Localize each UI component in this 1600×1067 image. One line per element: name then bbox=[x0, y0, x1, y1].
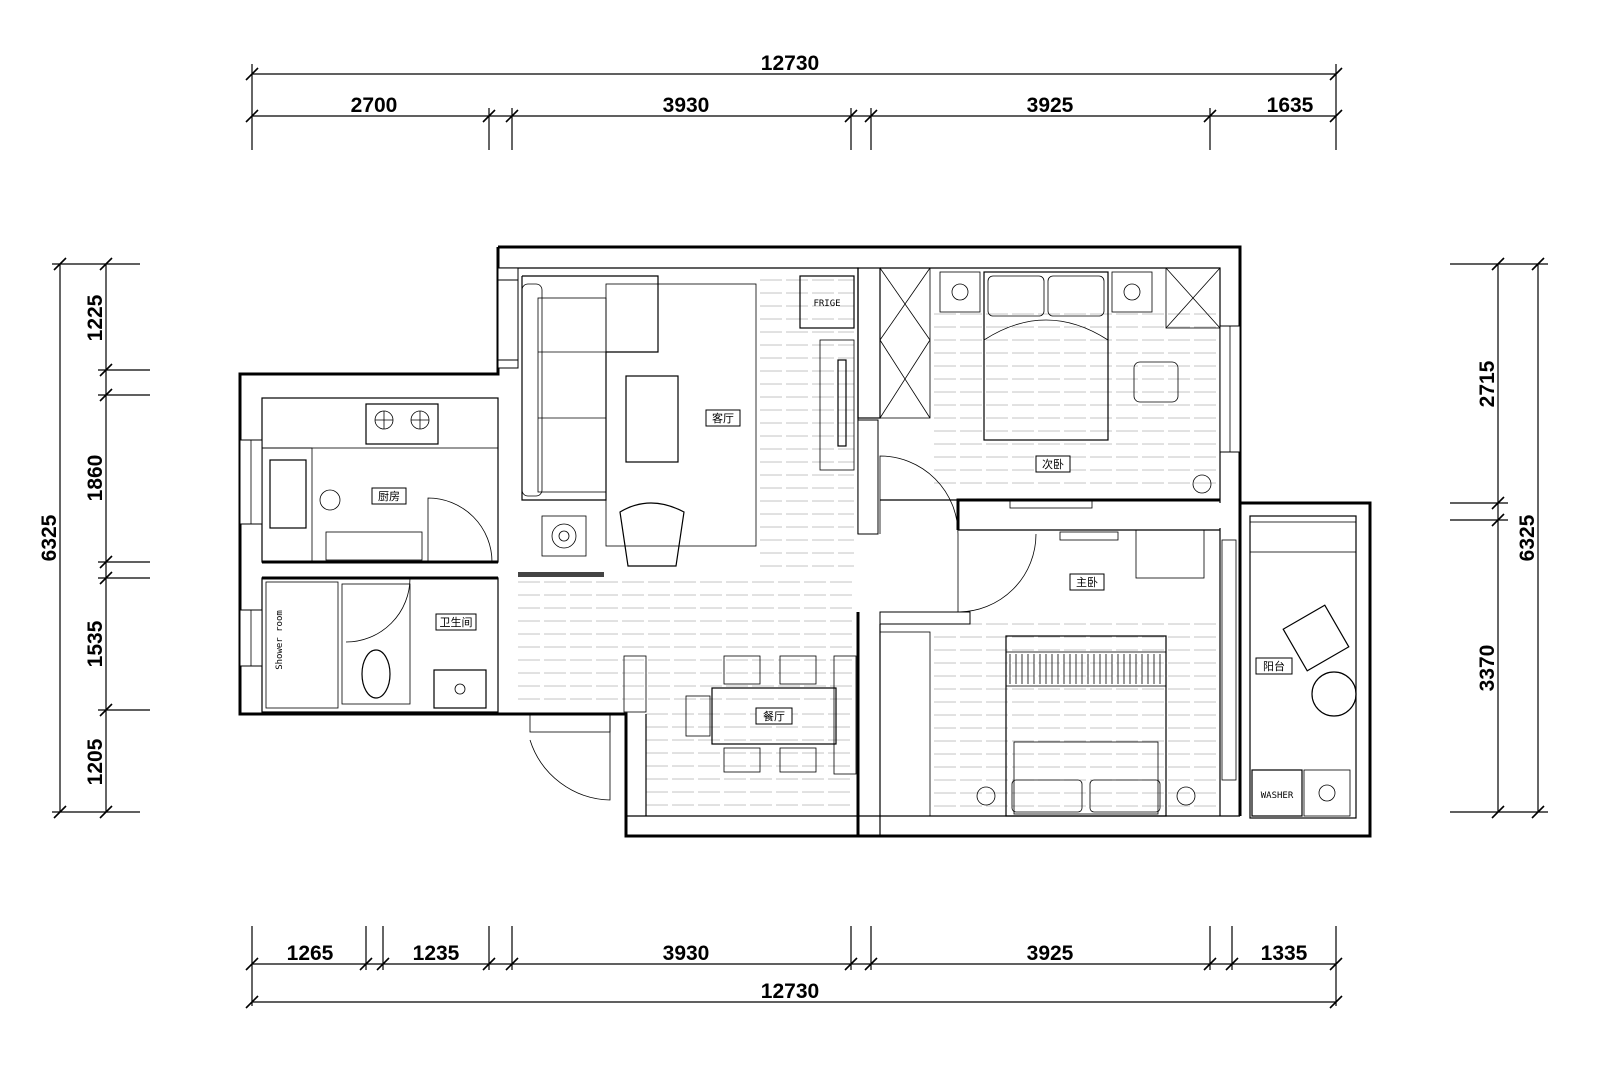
dim-top-seg-4: 1635 bbox=[1267, 94, 1314, 117]
chair bbox=[1133, 361, 1179, 403]
washing-machine bbox=[1251, 769, 1303, 817]
lounge-chair bbox=[1282, 604, 1350, 672]
desk bbox=[1135, 529, 1205, 579]
kitchen-sink bbox=[269, 459, 307, 529]
balcony-furniture: WASHER bbox=[1249, 521, 1357, 817]
second-bedroom-furniture bbox=[879, 267, 1221, 509]
dim-right-total: 6325 bbox=[1516, 514, 1539, 561]
washer-label: WASHER bbox=[1261, 791, 1294, 801]
room-label-balcony: 阳台 bbox=[1263, 659, 1285, 673]
room-label-second-bedroom: 次卧 bbox=[1042, 457, 1064, 471]
fridge bbox=[799, 275, 855, 329]
bathroom-sink bbox=[433, 669, 487, 709]
bathroom-fixtures: Shower room bbox=[265, 581, 487, 709]
walls bbox=[238, 245, 1372, 838]
tv-cabinet bbox=[819, 339, 855, 471]
fridge-label: FRIGE bbox=[813, 299, 840, 309]
dim-bottom-seg-5: 1335 bbox=[1261, 942, 1308, 965]
room-label-master-bedroom: 主卧 bbox=[1076, 576, 1098, 589]
wardrobe bbox=[879, 267, 931, 419]
dining-table bbox=[711, 687, 837, 745]
room-label-kitchen: 厨房 bbox=[378, 490, 400, 503]
dim-right-seg-2: 3370 bbox=[1476, 645, 1499, 692]
master-bedroom-furniture bbox=[879, 529, 1205, 817]
room-label-dining: 餐厅 bbox=[763, 709, 785, 723]
rug bbox=[605, 283, 757, 547]
dim-bottom-seg-2: 1235 bbox=[413, 942, 460, 965]
floor-texture bbox=[518, 279, 1216, 807]
dim-top-seg-1: 2700 bbox=[351, 94, 398, 117]
dim-left-total: 6325 bbox=[38, 514, 61, 561]
dimension-lines bbox=[52, 64, 1548, 1009]
dim-left-seg-4: 1205 bbox=[84, 738, 107, 785]
master-wardrobe bbox=[879, 631, 931, 817]
dim-bottom-seg-4: 3925 bbox=[1027, 942, 1074, 965]
dim-left-seg-2: 1860 bbox=[84, 455, 107, 502]
dim-top-seg-3: 3925 bbox=[1027, 94, 1074, 117]
shower-label: Shower room bbox=[275, 610, 285, 670]
doors bbox=[345, 455, 1237, 801]
room-labels: 客厅 厨房 卫生间 餐厅 次卧 主卧 阳台 bbox=[371, 409, 1293, 725]
room-label-living: 客厅 bbox=[712, 411, 734, 425]
side-table bbox=[541, 515, 587, 557]
dim-bottom-total: 12730 bbox=[761, 980, 819, 1003]
dim-left-seg-1: 1225 bbox=[84, 294, 107, 341]
round-table bbox=[1311, 671, 1357, 717]
dim-right-seg-1: 2715 bbox=[1476, 360, 1499, 407]
toilet bbox=[361, 649, 391, 699]
dim-left-seg-3: 1535 bbox=[84, 620, 107, 667]
coffee-table bbox=[625, 375, 679, 463]
dining-furniture bbox=[623, 655, 857, 775]
armchair bbox=[619, 502, 685, 567]
stove bbox=[365, 403, 439, 445]
dim-top-total: 12730 bbox=[761, 52, 819, 75]
dimension-text: 12730 2700 3930 3925 1635 1265 1235 3930… bbox=[38, 52, 1539, 1003]
dim-bottom-seg-3: 3930 bbox=[663, 942, 710, 965]
double-bed bbox=[983, 271, 1109, 441]
furniture: FRIGE Shower room bbox=[261, 267, 1357, 817]
master-bed bbox=[1005, 635, 1167, 817]
dim-top-seg-2: 3930 bbox=[663, 94, 710, 117]
kitchen-counter bbox=[261, 397, 499, 563]
sofa bbox=[521, 275, 659, 501]
dim-bottom-seg-1: 1265 bbox=[287, 942, 334, 965]
room-label-bathroom: 卫生间 bbox=[440, 615, 473, 629]
